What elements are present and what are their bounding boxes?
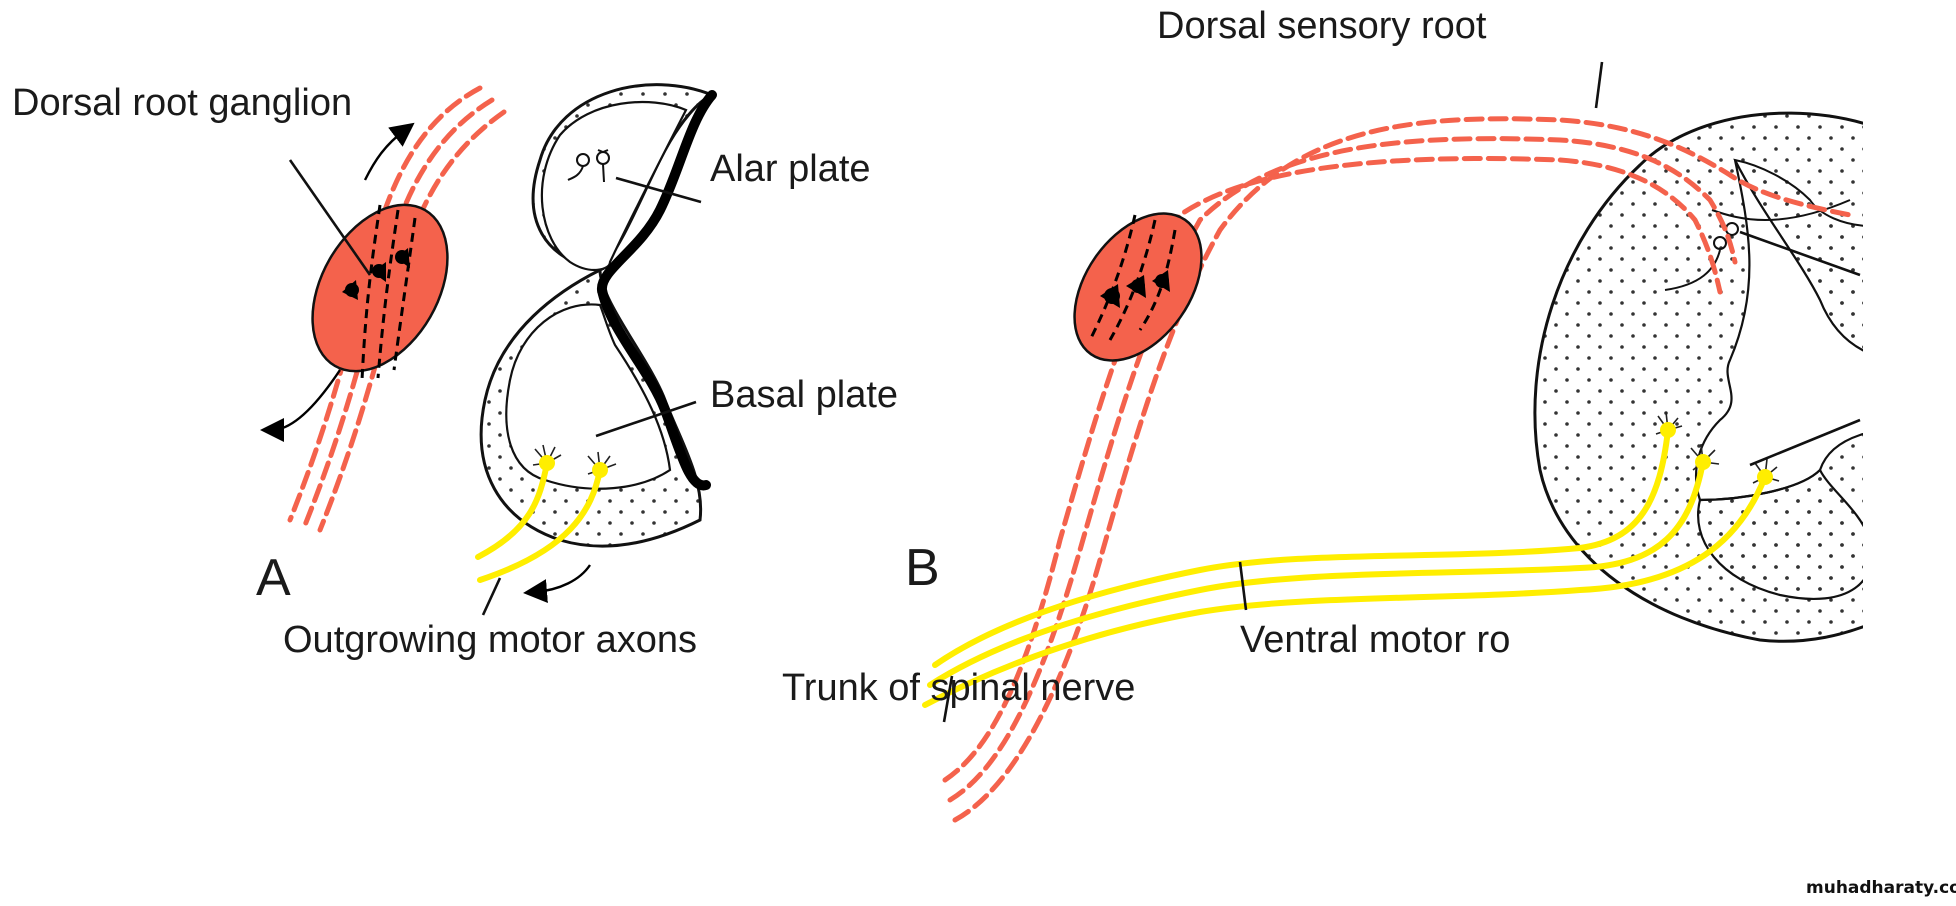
alar-neurons	[567, 149, 610, 183]
arrow-up-icon	[363, 122, 415, 181]
leader-trunk-spinal-nerve	[942, 675, 954, 723]
label-alar-plate: Alar plate	[710, 148, 871, 190]
arrow-outgrowth-icon	[523, 564, 591, 604]
leader-alar-plate	[615, 176, 702, 204]
panel-a: Dorsal root ganglion Alar plate Basal pl…	[12, 82, 898, 661]
leader-ventral-horn	[1749, 418, 1861, 467]
spinal-cord-b	[1533, 111, 1863, 643]
label-dorsal-sensory-root: Dorsal sensory root	[1157, 5, 1487, 47]
label-basal-plate: Basal plate	[710, 374, 898, 416]
panel-b: Dorsal sensory root Ventral motor ro Tru…	[782, 5, 1863, 823]
label-ventral-motor-root: Ventral motor ro	[1240, 619, 1510, 661]
dorsal-root-ganglion-a	[311, 203, 449, 381]
arrow-down-icon	[260, 369, 341, 442]
panel-letter-b: B	[905, 539, 940, 597]
leader-dorsal-sensory-root	[1594, 61, 1604, 109]
leader-ventral-motor-root	[1238, 561, 1248, 611]
neural-tube-a	[479, 83, 717, 548]
basal-neurons	[532, 444, 617, 475]
motor-axons-b	[922, 422, 1773, 708]
leader-dorsal-root-ganglion	[288, 159, 372, 276]
panel-letter-a: A	[256, 549, 291, 607]
leader-dorsal-horn	[1739, 230, 1861, 277]
ganglion-neuron-cells-b	[1100, 270, 1170, 308]
label-dorsal-root-ganglion: Dorsal root ganglion	[12, 82, 352, 124]
motor-axons-a	[475, 455, 608, 583]
ganglion-neuron-cells	[342, 248, 410, 300]
label-outgrowing-motor-axons: Outgrowing motor axons	[283, 619, 697, 661]
label-trunk-of-spinal-nerve: Trunk of spinal nerve	[782, 667, 1135, 709]
leader-motor-axons	[481, 577, 502, 616]
dorsal-root-ganglion-b	[1073, 212, 1203, 362]
leader-basal-plate	[595, 400, 697, 438]
watermark: muhadharaty.com	[1806, 878, 1956, 898]
